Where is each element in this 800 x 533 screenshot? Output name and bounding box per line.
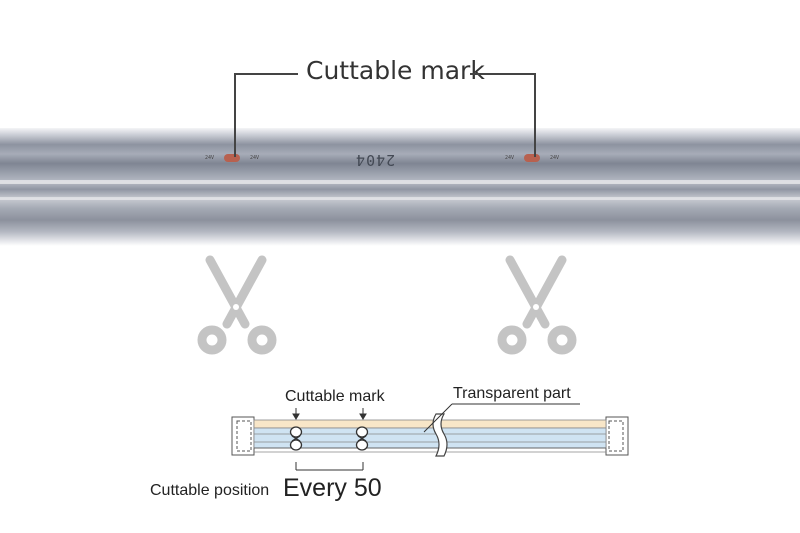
cuttable-mark-title: Cuttable mark [306,56,485,85]
break-symbol [432,413,448,457]
leader-right-horizontal [470,73,535,75]
diagram-cuttable-mark-label: Cuttable mark [285,388,385,405]
strip-highlight-lower [0,197,800,200]
led-strip-photo [0,128,800,246]
cut-mark-arrows [292,408,367,420]
cut-mark-diagram-right [355,426,369,451]
leader-left-vertical [234,73,236,157]
strip-highlight [0,180,800,184]
cut-mark-right [524,154,540,162]
transparent-part-label: Transparent part [453,385,571,402]
interval-label: Every 50 [283,474,382,502]
strip-body [253,419,607,453]
cuttable-position-label: Cuttable position [150,482,270,499]
leader-right-vertical [534,73,536,157]
leader-left-horizontal [234,73,298,75]
transparent-part-leader [423,403,580,433]
cut-mark-left [224,154,240,162]
pad-label-left-a: 24V [205,155,215,161]
scissors-icon [497,255,577,355]
pad-label-left-b: 24V [250,155,260,161]
cut-mark-diagram-left [289,426,303,451]
pad-label-right-b: 24V [550,155,560,161]
pad-label-right-a: 24V [505,155,515,161]
scissors-icon [197,255,277,355]
interval-bracket [295,462,364,471]
